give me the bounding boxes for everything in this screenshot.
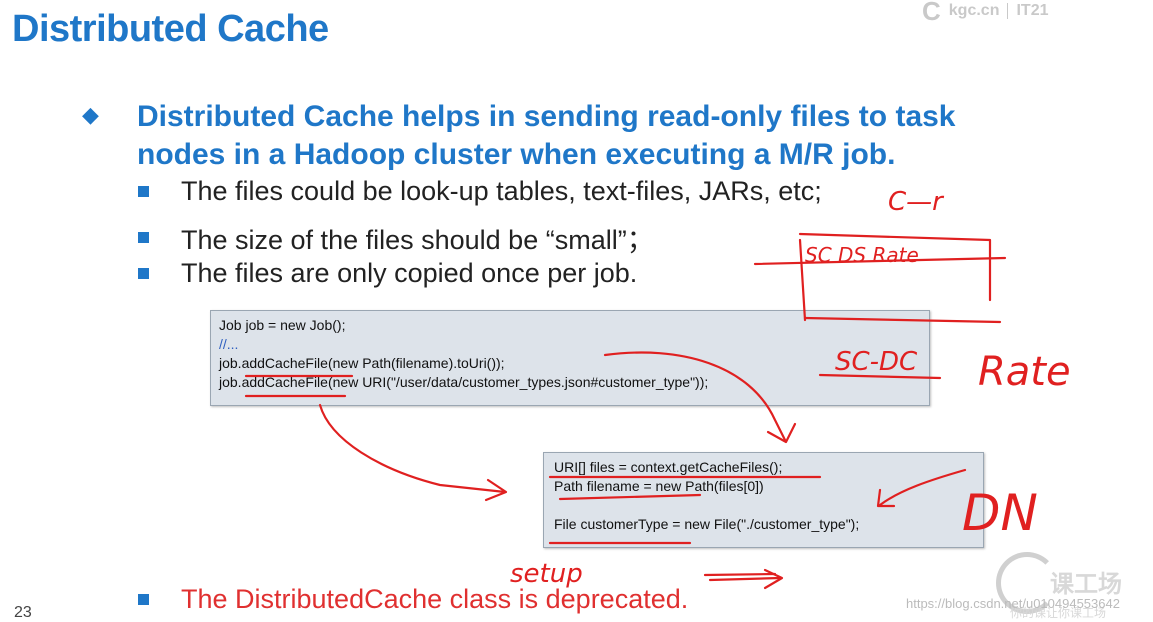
sub-point-text: The size of the files should be “small”； [181, 225, 654, 255]
logo-divider [1007, 3, 1009, 19]
slide-title: Distributed Cache [12, 8, 329, 50]
watermark-logo-sub: 你的课让你课工场 [1010, 606, 1107, 620]
logo-text-right: IT21 [1016, 2, 1049, 19]
code-line: Job job = new Job(); [219, 317, 346, 333]
ink-arrow-bottom [703, 572, 777, 577]
code-line: job.addCacheFile(new Path(filename).toUr… [219, 355, 505, 371]
square-bullet-icon [138, 268, 149, 279]
square-bullet-icon [138, 186, 149, 197]
deprecated-note: The DistributedCache class is deprecated… [138, 584, 688, 615]
code-line: URI[] files = context.getCacheFiles(); [554, 459, 783, 475]
ink-text-t-r: C—r [888, 187, 945, 217]
square-bullet-icon [138, 594, 149, 605]
watermark-logo: 课工场 你的课让你课工场 [996, 540, 1146, 620]
ink-text-sc-dc: SC-DC [835, 347, 918, 377]
code-comment: //... [219, 336, 239, 352]
ink-arrow-top [603, 351, 787, 442]
code-block-cache-read: URI[] files = context.getCacheFiles(); P… [543, 452, 984, 548]
ink-table [818, 373, 942, 380]
ink-table [798, 238, 807, 322]
ink-text-dn: DN [962, 484, 1038, 542]
ink-arrowhead [766, 422, 797, 444]
ink-underline [558, 493, 702, 501]
ink-text-setup: setup [510, 559, 583, 589]
ink-table [798, 232, 992, 302]
ink-arrow-to-codebox [318, 403, 507, 494]
sub-point-2: The size of the files should be “small”； [138, 218, 654, 257]
ink-table [803, 316, 1002, 324]
ink-arrow-from-dn [878, 468, 967, 507]
square-bullet-icon [138, 232, 149, 243]
sub-point-text: The files could be look-up tables, text-… [181, 176, 822, 206]
code-block-job-config: Job job = new Job(); //... job.addCacheF… [210, 310, 930, 406]
code-line: job.addCacheFile(new URI("/user/data/cus… [219, 374, 709, 390]
ink-text-rate: Rate [978, 349, 1071, 395]
ink-text-sc-ds-rate: SC DS Rate [805, 243, 919, 267]
sub-point-1: The files could be look-up tables, text-… [138, 176, 822, 207]
watermark-url: https://blog.csdn.net/u010494553642 [906, 596, 1120, 611]
ink-table [753, 256, 1007, 266]
code-line: Path filename = new Path(files[0]) [554, 478, 764, 494]
ink-arrow-bottom [708, 576, 782, 582]
deprecated-text: The DistributedCache class is deprecated… [181, 584, 689, 614]
ink-arrowhead [763, 568, 784, 590]
ink-arrowhead [484, 478, 508, 502]
code-line: File customerType = new File("./customer… [554, 516, 860, 532]
brand-logo-top: C kgc.cn IT21 [922, 0, 1152, 26]
sub-point-3: The files are only copied once per job. [138, 258, 637, 289]
kgc-logo-icon: C [922, 0, 941, 26]
diamond-bullet-icon: ◆ [82, 102, 99, 127]
main-point: Distributed Cache helps in sending read-… [137, 100, 956, 171]
watermark-logo-text: 课工场 [1050, 571, 1122, 598]
sub-point-text: The files are only copied once per job. [181, 258, 638, 288]
page-number: 23 [14, 604, 32, 621]
watermark-ring-icon [996, 552, 1058, 614]
logo-text: kgc.cn [948, 2, 1000, 19]
ink-arrowhead [876, 488, 896, 508]
